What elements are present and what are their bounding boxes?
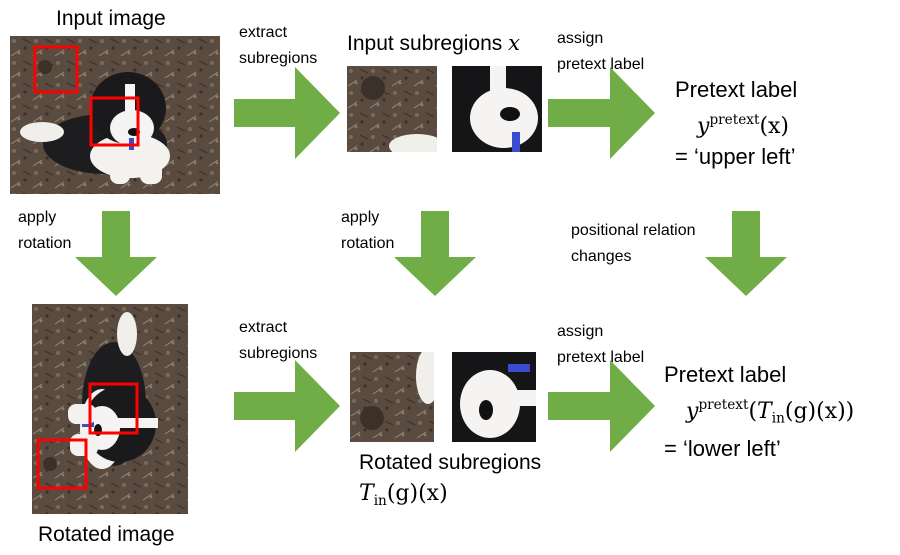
pretext-bottom-sub: in — [771, 410, 785, 427]
input-subregion-upper-left — [347, 66, 437, 152]
apply-rotation-left-line-1: apply — [18, 209, 57, 226]
assign-bottom-text: assign pretext label — [557, 319, 644, 371]
rotated-image-caption: Rotated image — [38, 523, 175, 546]
rotated-subregions-label: Rotated subregions — [359, 451, 542, 474]
rotated-subregion-face — [452, 352, 536, 442]
rotated-formula-rest: (g)(x) — [386, 481, 448, 506]
positional-line-1: positional relation — [571, 222, 696, 239]
apply-rotation-mid-text: apply rotation — [341, 205, 394, 257]
pretext-label-bottom: Pretext label ypretext(Tin(g)(x)) = ‘low… — [664, 360, 854, 464]
input-image-caption: Input image — [56, 7, 166, 30]
extract-bottom-text: extract subregions — [239, 315, 317, 367]
assign-top-line-2: pretext label — [557, 56, 645, 73]
extract-top-text: extract subregions — [239, 20, 317, 72]
extract-top-line-1: extract — [239, 24, 288, 41]
apply-rotation-left-line-2: rotation — [18, 235, 72, 252]
assign-top-text: assign pretext label — [557, 26, 644, 78]
pretext-top-sup: pretext — [709, 112, 760, 128]
input-subregions-symbol: x — [508, 31, 520, 55]
pretext-bottom-y: y — [686, 398, 699, 424]
arrow-extract-top — [234, 67, 340, 159]
extract-bottom-line-1: extract — [239, 319, 288, 336]
positional-relation-text: positional relation changes — [571, 218, 696, 270]
extract-bottom-line-2: subregions — [239, 345, 318, 362]
rotated-formula-sub: in — [373, 492, 387, 509]
rotated-image — [32, 304, 188, 514]
assign-top-line-1: assign — [557, 30, 604, 47]
arrow-apply-mid — [394, 211, 476, 296]
pretext-bottom-arg: (g)(x)) — [784, 398, 855, 424]
pretext-bottom-open: ( — [748, 398, 758, 424]
pretext-top-title: Pretext label — [675, 77, 798, 102]
assign-bottom-line-1: assign — [557, 323, 604, 340]
rotated-subregions-formula: Tin(g)(x) — [359, 480, 448, 509]
arrow-assign-top — [548, 67, 655, 159]
apply-rotation-mid-line-2: rotation — [341, 235, 395, 252]
pretext-bottom-title: Pretext label — [664, 362, 787, 387]
pretext-bottom-sup: pretext — [698, 397, 749, 413]
arrow-apply-left — [75, 211, 157, 296]
pretext-bottom-value: = ‘lower left’ — [664, 435, 781, 461]
arrow-assign-bottom — [548, 360, 655, 452]
pretext-bottom-T: T — [757, 398, 772, 424]
arrow-positional — [705, 211, 787, 296]
assign-bottom-line-2: pretext label — [557, 349, 645, 366]
pretext-top-arg: (x) — [759, 113, 790, 139]
pretext-top-formula: ypretext(x) — [675, 105, 797, 142]
pretext-label-top: Pretext label ypretext(x) = ‘upper left’ — [675, 75, 797, 172]
extract-top-line-2: subregions — [239, 50, 318, 67]
arrow-extract-bottom — [234, 360, 340, 452]
input-subregion-face — [452, 66, 542, 152]
input-subregions-label: Input subregions x — [347, 31, 520, 56]
pretext-top-value: = ‘upper left’ — [675, 143, 796, 169]
pretext-top-y: y — [697, 113, 710, 139]
pretext-bottom-formula: ypretext(Tin(g)(x)) — [664, 390, 854, 434]
apply-rotation-left-text: apply rotation — [18, 205, 71, 257]
rotated-formula-T: T — [359, 481, 374, 506]
rotated-subregion-lower-left — [350, 352, 434, 442]
apply-rotation-mid-line-1: apply — [341, 209, 380, 226]
input-image — [10, 36, 220, 194]
positional-line-2: changes — [571, 248, 632, 265]
input-subregions-text: Input subregions — [347, 32, 503, 55]
